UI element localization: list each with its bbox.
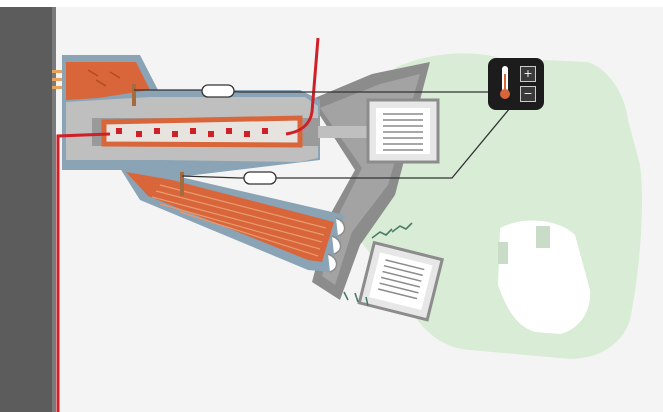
heat-exchanger-upper (366, 98, 440, 164)
sensor-lower (180, 172, 184, 196)
sensor-upper (132, 84, 136, 106)
wall-edge (52, 7, 56, 412)
top-border (0, 0, 663, 7)
power-wire-left (56, 132, 111, 412)
vent-fins (327, 217, 346, 273)
heating-element-tube (101, 115, 303, 148)
heat-chamber-upper (66, 62, 150, 100)
heat-chamber-lower-lines (151, 184, 327, 257)
heating-element-icon (154, 128, 160, 134)
heating-element-icon (244, 131, 250, 137)
airflow-arrow-icon (354, 292, 359, 303)
airflow-arrow-icon (391, 222, 413, 233)
heating-element-icon (208, 131, 214, 137)
heating-element-icon (136, 131, 142, 137)
minus-button-icon: − (523, 87, 533, 100)
heating-element-icon (172, 131, 178, 137)
heating-element-icon (190, 128, 196, 134)
green-room-inner (498, 220, 591, 334)
heating-element-coils (116, 128, 268, 137)
power-wire-top (285, 37, 320, 136)
heating-element-icon (226, 128, 232, 134)
thermometer-icon (500, 66, 510, 99)
green-room-door (498, 242, 508, 264)
wall (0, 7, 52, 412)
minus-button[interactable]: − (520, 86, 536, 102)
connector-pipe (318, 126, 368, 138)
green-room-window (536, 226, 550, 248)
plus-button-icon: + (523, 67, 533, 80)
heat-chamber-upper-lines (87, 69, 121, 87)
wall-heat-marks (52, 70, 62, 89)
heat-chamber-lower (126, 172, 334, 262)
airflow-arrow-icon (343, 291, 349, 301)
airflow-arrows (343, 222, 413, 307)
plus-button[interactable]: + (520, 66, 536, 82)
relay-upper (201, 84, 235, 98)
heating-element-icon (116, 128, 122, 134)
heating-element-icon (262, 128, 268, 134)
airflow-arrow-icon (371, 228, 393, 239)
heat-exchanger-lower (357, 240, 445, 322)
airflow-arrow-icon (365, 296, 369, 307)
relay-lower (243, 171, 277, 185)
